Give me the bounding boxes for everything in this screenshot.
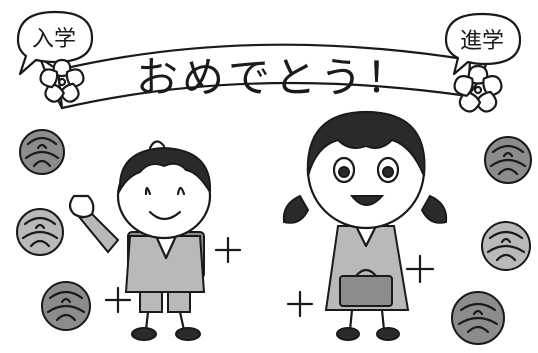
boy-character	[68, 140, 212, 341]
bubble-left: 入学	[16, 10, 94, 76]
sparkle-icon	[104, 286, 132, 314]
bubble-left-text: 入学	[32, 27, 76, 52]
sparkle-icon	[405, 254, 435, 284]
banner-text: おめでとう！	[136, 53, 412, 102]
sparkle-icon	[214, 236, 242, 264]
rose-icon	[481, 221, 531, 271]
rose-icon	[19, 129, 65, 175]
rose-icon	[451, 291, 505, 345]
rose-icon	[484, 136, 532, 184]
rose-icon	[41, 281, 91, 331]
bubble-right: 進学	[444, 12, 522, 76]
cherry-blossom-icon	[39, 58, 85, 103]
banner: おめでとう！	[38, 43, 494, 110]
bubble-right-text: 進学	[460, 29, 504, 54]
sparkle-icon	[286, 290, 314, 318]
cherry-blossom-icon	[453, 64, 503, 113]
rose-icon	[16, 208, 64, 256]
girl-character	[282, 110, 448, 341]
